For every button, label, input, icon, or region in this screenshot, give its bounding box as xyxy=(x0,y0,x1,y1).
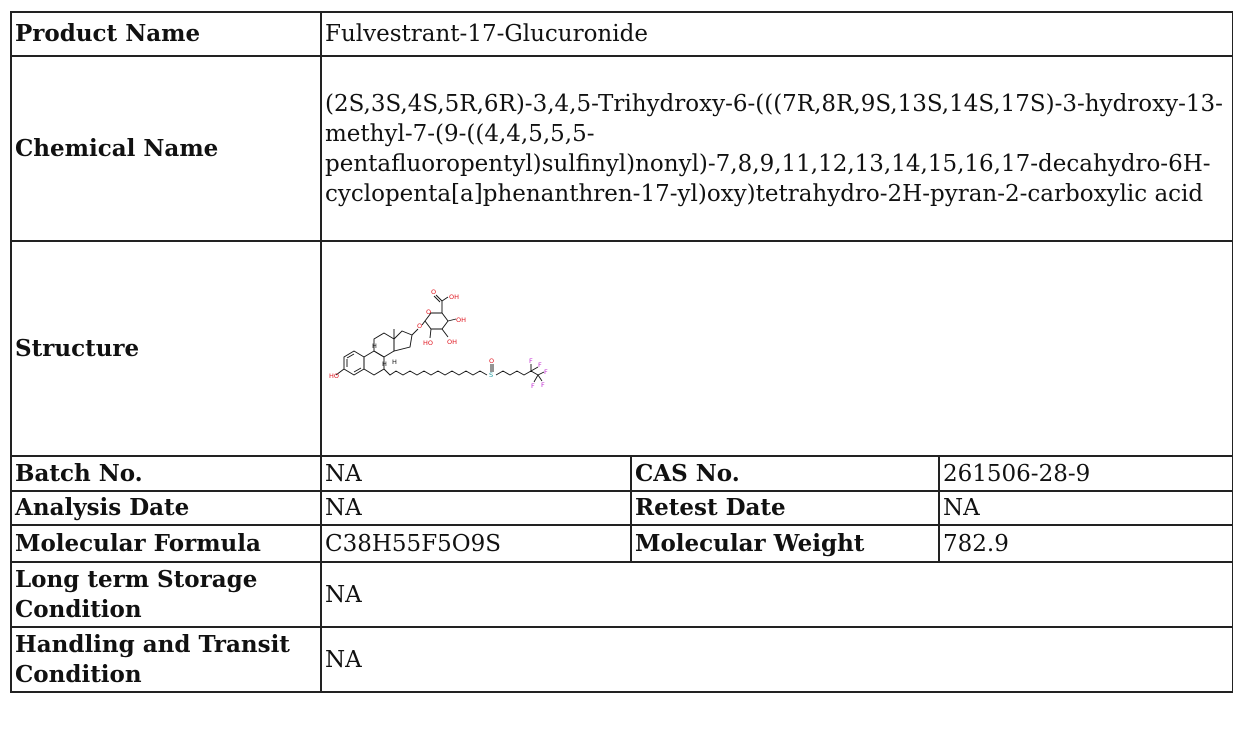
retest-date-value: NA xyxy=(938,490,1233,526)
analysis-date-value: NA xyxy=(320,490,632,526)
chemical-name-label: Chemical Name xyxy=(10,55,322,242)
row-batch-cas: Batch No. NA CAS No. 261506-28-9 xyxy=(10,455,1233,492)
molecular-weight-label: Molecular Weight xyxy=(630,524,940,563)
oh1-atom: OH xyxy=(456,316,466,324)
f3-atom: F xyxy=(544,368,548,376)
oh2-atom: OH xyxy=(447,338,457,346)
atom-labels: HO O O O OH OH OH HO S O H H H F F F F xyxy=(329,288,548,390)
f5-atom: F xyxy=(531,382,535,390)
handling-condition-label: Handling and Transit Condition xyxy=(10,626,322,693)
h1-atom: H xyxy=(382,360,387,368)
h3-atom: H xyxy=(372,342,377,350)
molecular-formula-value: C38H55F5O9S xyxy=(320,524,632,563)
chemical-structure-image: HO O O O OH OH OH HO S O H H H F F F F xyxy=(329,288,548,390)
acid-oh-atom: OH xyxy=(449,293,459,301)
storage-condition-value: NA xyxy=(320,561,1233,628)
structure-cell: HO O O O OH OH OH HO S O H H H F F F F xyxy=(320,240,1233,457)
ho-atom: HO xyxy=(329,372,339,380)
f2-atom: F xyxy=(538,361,542,369)
cas-no-label: CAS No. xyxy=(630,455,940,492)
handling-condition-value: NA xyxy=(320,626,1233,693)
oh3-atom: HO xyxy=(423,339,433,347)
batch-no-label: Batch No. xyxy=(10,455,322,492)
carbonyl-o-atom: O xyxy=(431,288,436,296)
retest-date-label: Retest Date xyxy=(630,490,940,526)
ring-o-atom: O xyxy=(426,308,431,316)
molecular-weight-value: 782.9 xyxy=(938,524,1233,563)
ether-o-atom: O xyxy=(417,322,422,330)
row-formula-weight: Molecular Formula C38H55F5O9S Molecular … xyxy=(10,524,1233,563)
row-storage: Long term Storage Condition NA xyxy=(10,561,1233,628)
analysis-date-label: Analysis Date xyxy=(10,490,322,526)
batch-no-value: NA xyxy=(320,455,632,492)
row-structure: Structure xyxy=(10,240,1233,457)
product-spec-table: Product Name Fulvestrant-17-Glucuronide … xyxy=(10,11,1233,693)
row-chemical-name: Chemical Name (2S,3S,4S,5R,6R)-3,4,5-Tri… xyxy=(10,55,1233,242)
sulfur-atom: S xyxy=(489,371,493,379)
structure-bonds xyxy=(335,294,545,383)
row-product-name: Product Name Fulvestrant-17-Glucuronide xyxy=(10,11,1233,57)
chemical-name-value: (2S,3S,4S,5R,6R)-3,4,5-Trihydroxy-6-(((7… xyxy=(320,55,1233,242)
f4-atom: F xyxy=(541,381,545,389)
sulfinyl-o-atom: O xyxy=(489,357,494,365)
row-handling: Handling and Transit Condition NA xyxy=(10,626,1233,693)
product-name-label: Product Name xyxy=(10,11,322,57)
f1-atom: F xyxy=(529,357,533,365)
structure-label: Structure xyxy=(10,240,322,457)
cas-no-value: 261506-28-9 xyxy=(938,455,1233,492)
row-dates: Analysis Date NA Retest Date NA xyxy=(10,490,1233,526)
storage-condition-label: Long term Storage Condition xyxy=(10,561,322,628)
h2-atom: H xyxy=(392,358,397,366)
product-name-value: Fulvestrant-17-Glucuronide xyxy=(320,11,1233,57)
molecular-formula-label: Molecular Formula xyxy=(10,524,322,563)
